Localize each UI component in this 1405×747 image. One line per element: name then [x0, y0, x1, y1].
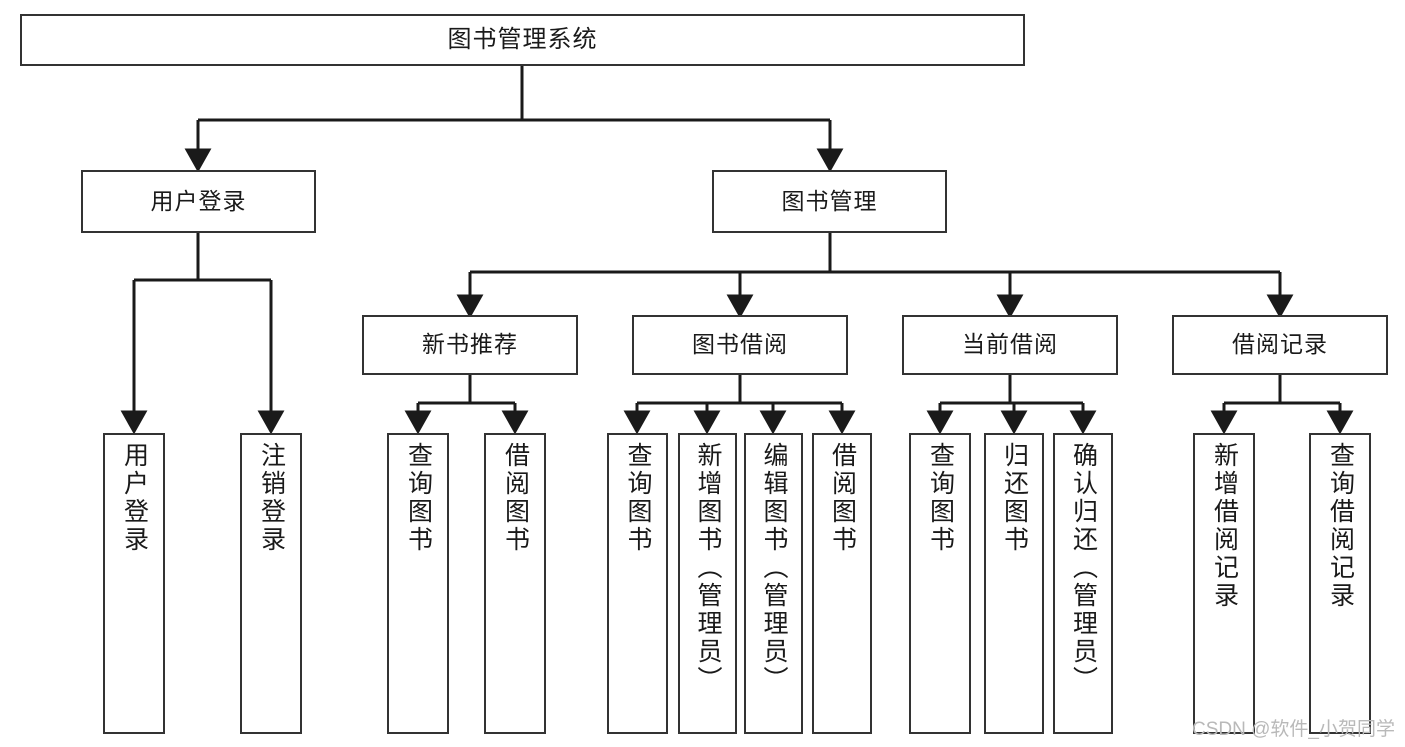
node-leaf-confirm-return[interactable]: 确认归还（管理员）	[1053, 433, 1113, 734]
node-leaf-logout[interactable]: 注销登录	[240, 433, 302, 734]
node-new-book-recommend-label: 新书推荐	[422, 331, 518, 358]
node-leaf-borrow-book-rec-label: 借阅图书	[501, 442, 530, 554]
node-leaf-query-book-rec[interactable]: 查询图书	[387, 433, 449, 734]
node-leaf-user-login[interactable]: 用户登录	[103, 433, 165, 734]
node-leaf-add-record-label: 新增借阅记录	[1210, 442, 1239, 610]
node-user-login[interactable]: 用户登录	[81, 170, 316, 233]
node-leaf-query-record-label: 查询借阅记录	[1326, 442, 1355, 610]
node-current-borrow[interactable]: 当前借阅	[902, 315, 1118, 375]
node-book-manage-label: 图书管理	[781, 187, 878, 214]
node-leaf-edit-book-label: 编辑图书（管理员）	[760, 442, 788, 694]
node-current-borrow-label: 当前借阅	[962, 331, 1058, 358]
csdn-watermark: CSDN @软件_小贺同学	[1192, 719, 1395, 740]
node-leaf-confirm-return-label: 确认归还（管理员）	[1069, 442, 1098, 694]
node-new-book-recommend[interactable]: 新书推荐	[362, 315, 578, 375]
node-leaf-logout-label: 注销登录	[257, 442, 286, 554]
node-leaf-borrow-book-label: 借阅图书	[828, 442, 857, 554]
node-book-borrow[interactable]: 图书借阅	[632, 315, 848, 375]
node-leaf-user-login-label: 用户登录	[120, 442, 149, 554]
node-leaf-return-book[interactable]: 归还图书	[984, 433, 1044, 734]
node-leaf-add-book[interactable]: 新增图书（管理员）	[678, 433, 737, 734]
node-leaf-query-book-cur[interactable]: 查询图书	[909, 433, 971, 734]
node-book-manage[interactable]: 图书管理	[712, 170, 947, 233]
node-leaf-add-book-label: 新增图书（管理员）	[694, 442, 722, 694]
node-leaf-edit-book[interactable]: 编辑图书（管理员）	[744, 433, 803, 734]
node-root-label: 图书管理系统	[447, 25, 598, 53]
node-leaf-query-book[interactable]: 查询图书	[607, 433, 668, 734]
node-leaf-query-record[interactable]: 查询借阅记录	[1309, 433, 1371, 734]
node-leaf-return-book-label: 归还图书	[1000, 442, 1029, 554]
node-borrow-record-label: 借阅记录	[1232, 331, 1328, 358]
node-book-borrow-label: 图书借阅	[692, 331, 788, 358]
node-leaf-borrow-book-rec[interactable]: 借阅图书	[484, 433, 546, 734]
node-leaf-query-book-rec-label: 查询图书	[404, 442, 433, 554]
node-borrow-record[interactable]: 借阅记录	[1172, 315, 1388, 375]
node-root[interactable]: 图书管理系统	[20, 14, 1025, 66]
node-leaf-query-book-cur-label: 查询图书	[926, 442, 955, 554]
node-leaf-query-book-label: 查询图书	[624, 442, 652, 554]
node-user-login-label: 用户登录	[150, 187, 247, 214]
node-leaf-add-record[interactable]: 新增借阅记录	[1193, 433, 1255, 734]
node-leaf-borrow-book[interactable]: 借阅图书	[812, 433, 872, 734]
